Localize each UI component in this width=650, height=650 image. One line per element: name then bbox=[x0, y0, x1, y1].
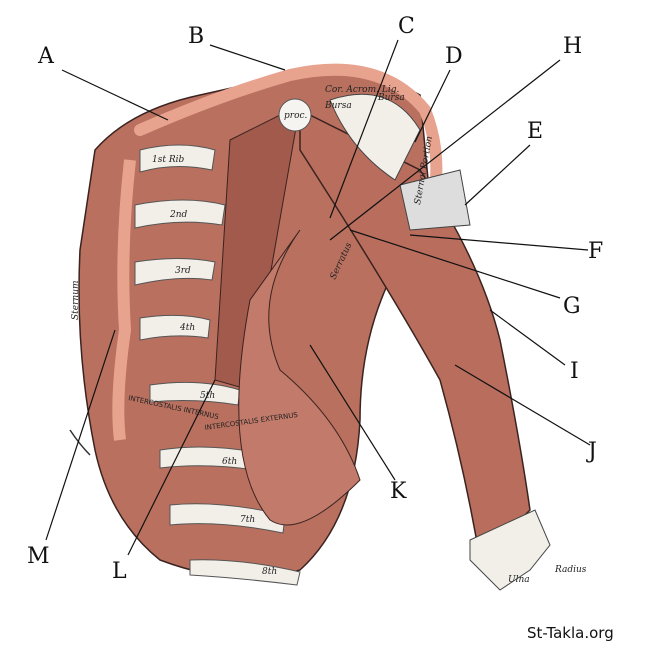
ribs bbox=[134, 144, 301, 586]
label-a: A bbox=[37, 44, 55, 69]
serratus-anterior bbox=[238, 229, 361, 526]
rib8-label: 8th bbox=[262, 567, 277, 577]
rib6-label: 6th bbox=[222, 457, 237, 467]
label-e: E bbox=[527, 119, 543, 144]
fat-left bbox=[69, 429, 91, 456]
label-k: K bbox=[390, 479, 407, 504]
label-h: H bbox=[563, 34, 582, 59]
sternum-edge bbox=[112, 159, 136, 441]
watermark: St-Takla.org bbox=[527, 624, 614, 642]
humeral-head bbox=[329, 93, 421, 181]
label-m: M bbox=[27, 544, 50, 569]
leader-lines bbox=[45, 39, 591, 556]
ulna-label: Ulna bbox=[508, 575, 530, 585]
rib2-label: 2nd bbox=[169, 210, 188, 220]
rib3-label: 3rd bbox=[175, 266, 191, 276]
label-j: J bbox=[586, 439, 597, 464]
label-b: B bbox=[188, 24, 204, 49]
ligament-label: Cor. Acrom. Lig. bbox=[325, 85, 399, 95]
forearm-bones bbox=[469, 509, 551, 591]
sternum-label: Sternum bbox=[71, 280, 81, 320]
radius-label: Radius bbox=[554, 565, 587, 575]
rib1-label: 1st Rib bbox=[152, 155, 184, 165]
bursa-label-1: Bursa bbox=[324, 101, 352, 111]
rib4-label: 4th bbox=[179, 323, 195, 333]
rib7-label: 7th bbox=[240, 515, 255, 525]
label-c: C bbox=[398, 14, 415, 39]
label-f: F bbox=[588, 239, 603, 264]
sternal-portion-tendon bbox=[399, 169, 471, 231]
label-d: D bbox=[445, 44, 463, 69]
bursa-label-2: Bursa bbox=[377, 93, 405, 103]
label-l: L bbox=[112, 559, 127, 584]
label-i: I bbox=[570, 359, 579, 384]
clavicle-band bbox=[134, 63, 443, 221]
process-label: proc. bbox=[284, 111, 308, 121]
coracoid-process bbox=[278, 98, 312, 132]
label-g: G bbox=[563, 294, 581, 319]
